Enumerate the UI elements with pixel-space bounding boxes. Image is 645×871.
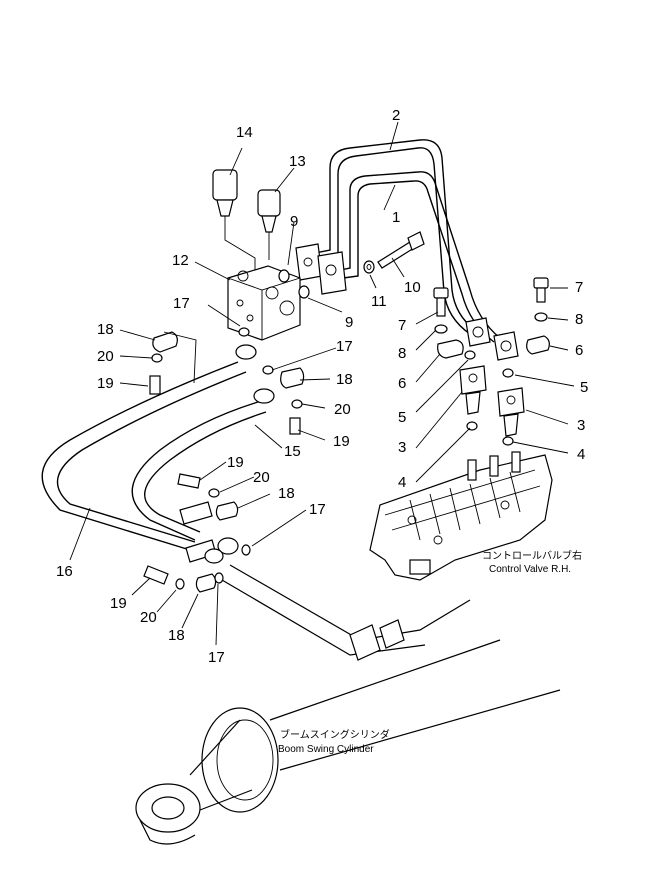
o-ring-17 [214,327,274,584]
block-12 [227,265,301,341]
label-19a: 19 [97,375,114,392]
label-4b: 4 [398,474,406,491]
control-valve-rh [369,451,553,581]
clamp-18 [152,331,305,593]
label-15: 15 [284,443,301,460]
label-17c: 17 [309,501,326,518]
boom-swing-cylinder [135,564,561,845]
label-12: 12 [172,252,189,269]
label-1: 1 [392,209,400,226]
hose-15 [131,401,267,541]
fitting-3-left [459,365,487,415]
label-17b: 17 [336,338,353,355]
label-10: 10 [404,279,421,296]
fitting-3-right [497,387,525,437]
label-19b: 19 [333,433,350,450]
label-20d: 20 [140,609,157,626]
washer-20 [151,353,303,590]
steel-tube-2 [304,139,476,335]
washer-8 [434,312,548,334]
tube-flange-left [295,243,347,295]
leader-lines [69,121,575,646]
label-7b: 7 [398,317,406,334]
label-5a: 5 [580,379,588,396]
label-8a: 8 [575,311,583,328]
label-9b: 9 [345,314,353,331]
plug-13 [257,189,281,260]
label-17d: 17 [208,649,225,666]
clamp-6-right [526,335,550,355]
label-6a: 6 [575,342,583,359]
label-3b: 3 [398,439,406,456]
o-ring-9 [278,269,310,299]
label-18a: 18 [97,321,114,338]
label-19c: 19 [227,454,244,471]
label-17a: 17 [173,295,190,312]
plug-14 [212,169,256,270]
label-2: 2 [392,107,400,124]
tube-flange-right [465,317,519,361]
washer-11 [363,260,375,274]
hose-16 [41,361,247,551]
label-14: 14 [236,124,253,141]
label-7a: 7 [575,279,583,296]
bolt-7-left [433,287,449,317]
label-19d: 19 [110,595,127,612]
label-20b: 20 [334,401,351,418]
label-20c: 20 [253,469,270,486]
label-16: 16 [56,563,73,580]
label-18d: 18 [168,627,185,644]
label-6b: 6 [398,375,406,392]
steel-tube-1 [329,171,501,343]
label-3a: 3 [577,417,585,434]
label-20a: 20 [97,348,114,365]
clamp-6-left [437,339,464,359]
label-9a: 9 [290,213,298,230]
bolt-10 [377,231,425,269]
hose-fittings [179,344,275,564]
control-valve-caption-en: Control Valve R.H. [489,564,571,575]
label-18c: 18 [278,485,295,502]
cylinder-caption-en: Boom Swing Cylinder [278,744,374,755]
control-valve-caption-jp: コントロールバルブ右 [482,549,582,562]
label-4a: 4 [577,446,585,463]
part-labels: 2 1 14 13 9 12 10 11 9 17 18 20 19 7 8 6… [56,107,588,666]
captions: コントロールバルブ右 Control Valve R.H. ブームスイングシリン… [278,549,582,755]
bolt-19 [143,375,301,585]
label-13: 13 [289,153,306,170]
bolt-7-right [533,277,549,303]
label-8b: 8 [398,345,406,362]
label-18b: 18 [336,371,353,388]
cylinder-caption-jp: ブームスイングシリンダ [280,728,390,741]
label-11: 11 [371,293,387,310]
label-5b: 5 [398,409,406,426]
